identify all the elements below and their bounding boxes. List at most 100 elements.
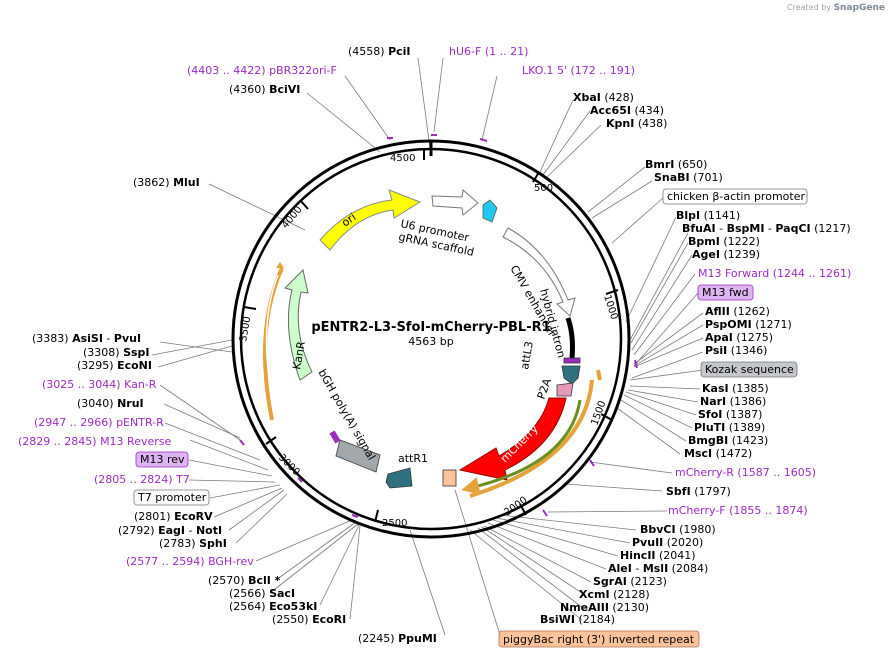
sbfi-pos: (1797) — [694, 485, 731, 498]
svg-text:(4558) PciI: (4558) PciI — [348, 45, 411, 58]
hybrid-intron-bar — [565, 317, 575, 359]
snabi-pos: (701) — [693, 171, 723, 184]
bbvci-label: BbvCI — [640, 523, 676, 536]
agei-label: AgeI — [692, 248, 720, 261]
bsiwi-label: BsiWI — [540, 613, 575, 626]
svg-text:PvuII (2020): PvuII (2020) — [632, 536, 703, 549]
svg-text:Acc65I (434): Acc65I (434) — [590, 104, 664, 117]
scale-ticks — [243, 149, 619, 523]
u6-promoter-arrow — [431, 189, 479, 216]
svg-text:(2783) SphI: (2783) SphI — [159, 537, 227, 550]
ecori-label: EcoRI — [312, 613, 346, 626]
mcherryr-label: mCherry-R — [675, 466, 734, 479]
svg-text:(2801) EcoRV: (2801) EcoRV — [134, 510, 213, 523]
svg-text:MscI (1472): MscI (1472) — [684, 447, 752, 460]
svg-text:(2805 .. 2824) T7: (2805 .. 2824) T7 — [94, 473, 190, 486]
primer-marks — [239, 134, 638, 518]
aflii-label: AflII — [705, 305, 730, 318]
ecorv-pos: (2801) — [134, 510, 171, 523]
svg-text:BmgBI (1423): BmgBI (1423) — [688, 434, 768, 447]
tick-label-500: 500 — [534, 183, 553, 194]
svg-text:(3308) SspI: (3308) SspI — [83, 346, 150, 359]
ecorv-label: EcoRV — [174, 510, 213, 523]
piggybac-box — [442, 469, 457, 487]
eco53ki-pos: (2564) — [229, 600, 266, 613]
grna-scaffold-shape — [482, 199, 498, 223]
sgrai-pos: (2123) — [630, 575, 667, 588]
svg-text:(3040) NruI: (3040) NruI — [77, 397, 144, 410]
psii-label: PsiI — [705, 344, 727, 357]
bghrev-label: BGH-rev — [208, 555, 254, 568]
piggybac-label: piggyBac right (3') inverted repeat — [503, 633, 695, 646]
kanr-primer-label: Kan-R — [124, 378, 157, 391]
bfuai-pos: (1217) — [814, 222, 851, 235]
svg-text:BbvCI (1980): BbvCI (1980) — [640, 523, 716, 536]
aflii-pos: (1262) — [733, 305, 770, 318]
kozak-box — [700, 361, 798, 378]
brand-created-by: Created by — [787, 3, 832, 12]
sspi-label: SspI — [123, 346, 149, 359]
asisi-label: AsiSI — [72, 332, 103, 345]
kan-orf-head — [276, 262, 284, 268]
pbr-label: pBR322ori-F — [269, 64, 337, 77]
econi-pos: (3295) — [77, 359, 114, 372]
svg-text:BlpI (1141): BlpI (1141) — [676, 209, 740, 222]
piggybac-outer — [469, 379, 594, 498]
saci-label: SacI — [269, 587, 295, 600]
lko-label: LKO.1 5' — [522, 64, 567, 77]
bcli-pos: (2570) — [208, 574, 245, 587]
snapgene-brand: Created by SnapGene — [787, 3, 885, 13]
label-connectors — [151, 57, 704, 636]
svg-text:AgeI (1239): AgeI (1239) — [692, 248, 760, 261]
svg-text:XcmI (2128): XcmI (2128) — [579, 588, 650, 601]
bcivi-pos: (4360) — [229, 83, 266, 96]
svg-text:BsiWI (2184): BsiWI (2184) — [540, 613, 615, 626]
kan-orf-outer — [262, 267, 284, 421]
bfuai-label: BfuAI — [682, 222, 716, 235]
m13-fwd-label: M13 fwd — [702, 286, 749, 299]
piggybac-label-box — [498, 630, 700, 648]
svg-text:PsiI (1346): PsiI (1346) — [705, 344, 767, 357]
eagi-pos: (2792) — [118, 524, 155, 537]
sfoi-label: SfoI — [698, 408, 722, 421]
svg-text:BmrI (650): BmrI (650) — [645, 158, 707, 171]
hincii-pos: (2041) — [659, 549, 696, 562]
svg-text:(2570) BclI *: (2570) BclI * — [208, 574, 281, 587]
bghrev-pos: (2577 .. 2594) — [126, 555, 205, 568]
kozak-mark — [563, 357, 581, 364]
mcherry-arrow — [458, 397, 567, 481]
t7-label: T7 — [175, 473, 190, 486]
msci-label: MscI — [684, 447, 712, 460]
sphi-label: SphI — [199, 537, 227, 550]
svg-text:(2947 .. 2966) pENTR-R: (2947 .. 2966) pENTR-R — [34, 416, 164, 429]
kpni-pos: (438) — [638, 117, 668, 130]
mlui-label: MluI — [173, 176, 200, 189]
svg-text:HincII (2041): HincII (2041) — [620, 549, 696, 562]
svg-text:(2245) PpuMI: (2245) PpuMI — [358, 632, 437, 645]
cmv-enhancer-arrow — [502, 227, 576, 317]
m13rev-label: M13 Reverse — [100, 435, 171, 448]
svg-text:SbfI (1797): SbfI (1797) — [666, 485, 731, 498]
apai-pos: (1275) — [736, 331, 773, 344]
bspmi-label: BspMI — [727, 222, 765, 235]
m13-rev-mark — [329, 430, 341, 444]
bcli-label: BclI * — [248, 574, 281, 587]
p2a-label: P2A — [535, 376, 555, 401]
plasmid-size: 4563 bp — [408, 335, 453, 348]
hu6f-pos: (1 .. 21) — [485, 45, 529, 58]
svg-text:(2564) Eco53kI: (2564) Eco53kI — [229, 600, 317, 613]
pcil-label: PciI — [388, 45, 410, 58]
pspomi-pos: (1271) — [755, 318, 792, 331]
svg-text:(4360) BciVI: (4360) BciVI — [229, 83, 300, 96]
nrui-pos: (3040) — [77, 397, 114, 410]
svg-text:KpnI (438): KpnI (438) — [606, 117, 667, 130]
svg-text:(2792) EagI - NotI: (2792) EagI - NotI — [118, 524, 222, 537]
bmgbi-pos: (1423) — [732, 434, 769, 447]
sspi-pos: (3308) — [83, 346, 120, 359]
t7-promoter-box — [133, 489, 210, 506]
snabi-label: SnaBI — [654, 171, 690, 184]
svg-text:(2577 .. 2594) BGH-rev: (2577 .. 2594) BGH-rev — [126, 555, 254, 568]
bsiwi-pos: (2184) — [578, 613, 615, 626]
attl3-shape — [561, 365, 581, 385]
sbfi-label: SbfI — [666, 485, 691, 498]
